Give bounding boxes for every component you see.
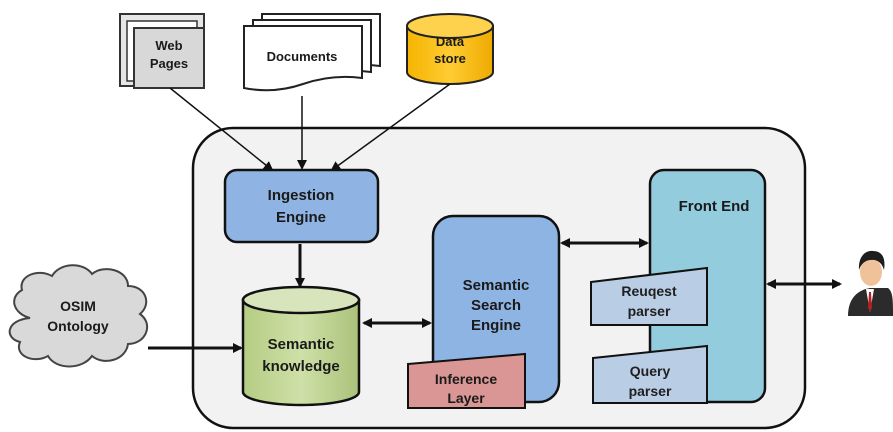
semantic-knowledge-label-line2: knowledge <box>262 358 340 375</box>
web-pages-label-line2: Pages <box>150 56 188 71</box>
search-engine-label-line1: Semantic <box>463 277 530 294</box>
user-icon <box>848 250 893 316</box>
arrow-web-pages-to-ingestion <box>169 87 274 172</box>
web-pages-label-line1: Web <box>155 38 182 53</box>
semantic-knowledge-node: Semantic knowledge <box>241 285 361 407</box>
search-engine-label-line2: Search <box>471 297 521 314</box>
semantic-knowledge-label-line1: Semantic <box>268 336 335 353</box>
inference-layer-node: Inference Layer <box>407 352 526 409</box>
inference-layer-label-line1: Inference <box>435 371 497 387</box>
query-parser-node: Query parser <box>592 344 708 404</box>
semantic-search-engine-node: Semantic Search Engine <box>431 214 561 404</box>
search-engine-label-line3: Engine <box>471 317 521 334</box>
query-parser-label-line1: Query <box>630 363 671 379</box>
request-parser-node: Reuqest parser <box>590 266 708 326</box>
arrow-data-store-to-ingestion <box>330 83 451 172</box>
documents-node: Documents <box>243 13 381 92</box>
data-store-node: Data store <box>406 13 494 85</box>
osim-ontology-label-line1: OSIM <box>60 298 96 314</box>
osim-ontology-label-line2: Ontology <box>47 318 109 334</box>
web-pages-node: Web Pages <box>119 13 205 89</box>
ingestion-engine-label-line1: Ingestion <box>268 187 335 204</box>
documents-label: Documents <box>267 49 338 64</box>
request-parser-label-line2: parser <box>628 303 671 319</box>
front-end-label: Front End <box>679 198 750 215</box>
ingestion-engine-label-line2: Engine <box>276 209 326 226</box>
osim-ontology-node: OSIM Ontology <box>8 264 149 368</box>
inference-layer-label-line2: Layer <box>447 390 485 406</box>
query-parser-label-line2: parser <box>629 383 672 399</box>
request-parser-label-line1: Reuqest <box>621 283 677 299</box>
data-store-label-line2: store <box>434 51 466 66</box>
data-store-label-line1: Data <box>436 34 465 49</box>
ingestion-engine-node: Ingestion Engine <box>223 168 380 244</box>
